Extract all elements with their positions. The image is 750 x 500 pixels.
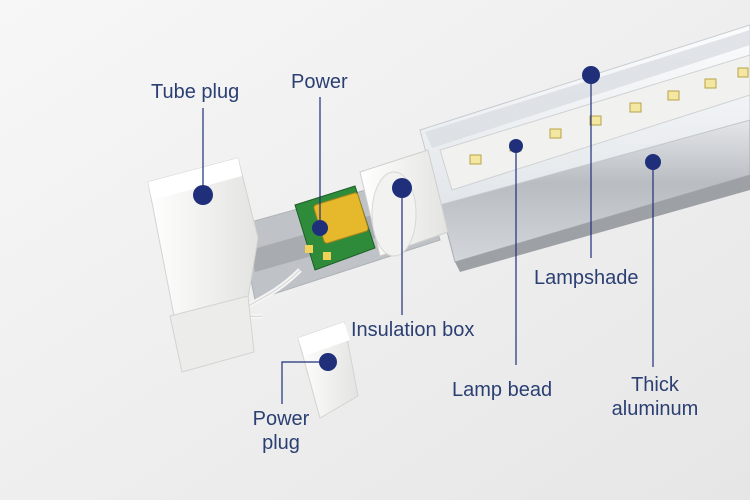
led-bead <box>589 115 602 126</box>
callout-dots <box>193 66 661 371</box>
led-bead <box>549 128 562 139</box>
label-tube-plug: Tube plug <box>151 81 240 103</box>
label-thick-aluminum: Thick aluminum <box>600 373 710 421</box>
led-bead <box>667 90 680 101</box>
label-power-plug-line1: Power <box>252 408 310 430</box>
tube-plug <box>147 157 259 373</box>
component <box>323 252 331 260</box>
label-lamp-bead: Lamp bead <box>452 379 553 401</box>
label-lampshade: Lampshade <box>534 267 639 289</box>
lamp-bead-dot <box>509 139 523 153</box>
led-bead <box>629 102 642 113</box>
label-power-plug-line2: plug <box>262 432 300 454</box>
component <box>305 245 313 253</box>
insulation-box-dot <box>392 178 412 198</box>
led-bead <box>469 154 482 165</box>
label-thick-aluminum-line2: aluminum <box>611 398 699 420</box>
callout-lines <box>202 75 654 404</box>
power-plug-leader <box>281 361 328 404</box>
insulation-box <box>359 149 449 257</box>
thick-aluminum-dot <box>645 154 661 170</box>
power-plug-dot <box>319 353 337 371</box>
label-thick-aluminum-line1: Thick <box>631 374 679 396</box>
label-power: Power <box>291 71 348 93</box>
tube-plug-dot <box>193 185 213 205</box>
lampshade-dot <box>582 66 600 84</box>
label-power-plug: Power plug <box>246 407 316 455</box>
led-bead <box>704 78 717 89</box>
led-bead <box>737 67 749 78</box>
power-dot <box>312 220 328 236</box>
label-insulation-box: Insulation box <box>351 319 475 341</box>
